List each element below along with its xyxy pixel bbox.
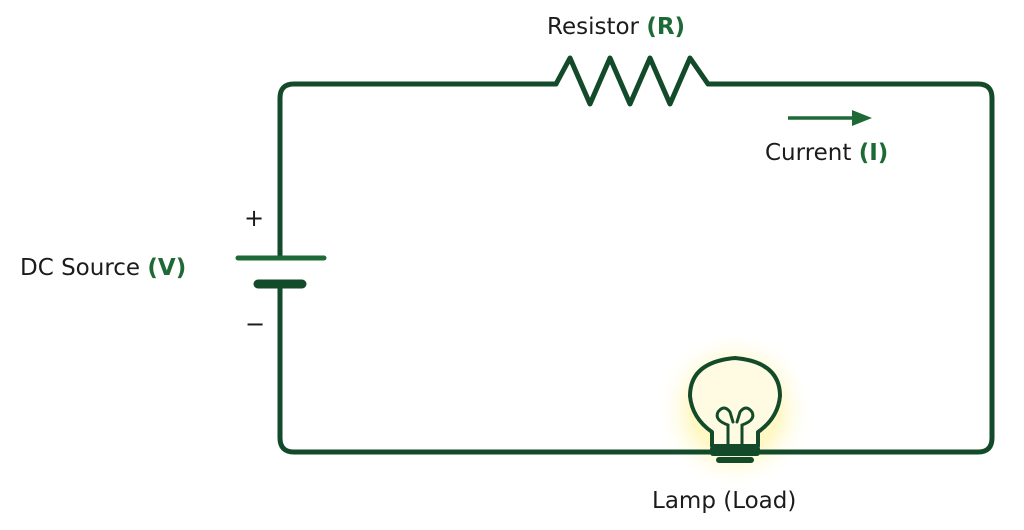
- wire-top-left: [277, 81, 559, 261]
- source-label: DC Source (V): [20, 257, 186, 280]
- wire-right: [705, 81, 995, 455]
- resistor-zigzag: [553, 55, 711, 107]
- wire-bottom-left: [277, 281, 715, 455]
- lamp-label: Lamp (Load): [652, 488, 797, 514]
- resistor-label-symbol: (R): [646, 14, 686, 40]
- current-label: Current (I): [765, 142, 888, 165]
- lamp-icon: [688, 356, 782, 463]
- resistor-label: Resistor (R): [547, 16, 685, 39]
- source-label-name: DC Source: [20, 255, 141, 281]
- resistor-label-name: Resistor: [547, 14, 639, 40]
- negative-sign: −: [245, 310, 266, 338]
- current-label-symbol: (I): [858, 140, 889, 166]
- source-label-symbol: (V): [147, 255, 187, 281]
- current-arrow-head: [852, 110, 872, 126]
- current-label-name: Current: [765, 140, 852, 166]
- positive-sign: +: [244, 204, 265, 232]
